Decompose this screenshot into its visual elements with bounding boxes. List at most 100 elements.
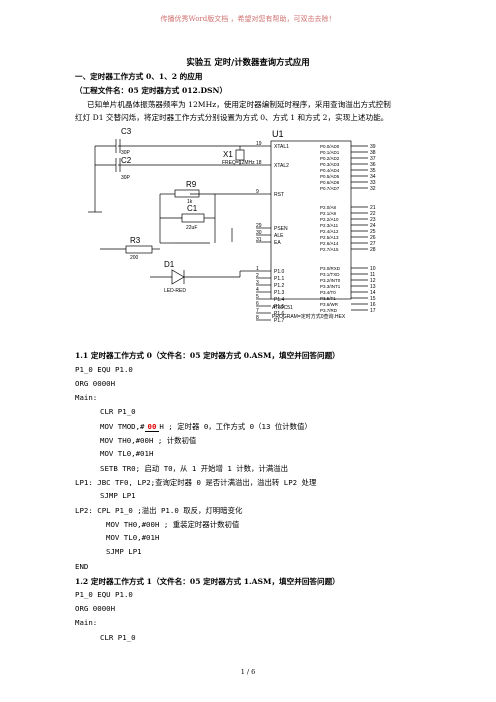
pin-name: P1.5 <box>274 303 285 310</box>
page-number: 1 / 6 <box>240 668 256 676</box>
pin-number: 6 <box>256 300 259 307</box>
subsection-1-heading: 1.1 定时器工作方式 0（文件名：05 定时器方式 0.ASM，填空并回答问题… <box>75 351 340 360</box>
pin-number: 5 <box>256 293 259 300</box>
code-line: END <box>75 562 89 571</box>
c2-value: 30P <box>121 175 130 181</box>
program-label: PROGRAM=定时方式0查询.HEX <box>272 314 346 320</box>
code-line: SJMP LP1 <box>106 547 142 556</box>
pin-name: P1.4 <box>274 296 285 303</box>
code-line: SETB TR0; 启动 T0，从 1 开始增 1 计数，计满溢出 <box>100 464 289 473</box>
r9-value: 1k <box>187 199 193 205</box>
pin-name: P1.2 <box>274 282 285 289</box>
code-text: H ; 定时器 0，工作方式 0（13 位计数值） <box>159 422 312 431</box>
c3-label: C3 <box>121 127 132 136</box>
pin-number: 34 <box>370 173 376 180</box>
pin-number: 27 <box>370 240 376 247</box>
pin-name: P2.2/A10 <box>320 217 339 222</box>
pin-name: P0.6/AD6 <box>320 180 340 185</box>
chip-name: AT89C51 <box>272 305 293 311</box>
pin-number: 7 <box>256 307 259 314</box>
pin-number: 1 <box>256 265 259 272</box>
code-text: MOV TMOD,# <box>100 422 145 431</box>
pin-number: 11 <box>370 271 376 278</box>
section-heading: 一、定时器工作方式 0、1、2 的应用 <box>75 72 203 81</box>
code-line: SJMP LP1 <box>100 491 136 500</box>
code-line: MOV TH0,#00H ; 计数初值 <box>100 436 197 445</box>
pin-name: P3.3/INT1 <box>320 284 341 289</box>
pin-number: 12 <box>370 277 376 284</box>
code-line: P1_0 EQU P1.0 <box>75 365 133 374</box>
answer-blank: 00 <box>144 422 160 432</box>
pin-name: P0.5/AD5 <box>320 174 340 179</box>
pin-name: P3.2/INT0 <box>320 278 341 283</box>
pin-number: 4 <box>256 286 259 293</box>
pin-name: P0.1/AD1 <box>320 150 340 155</box>
pin-number: 3 <box>256 279 259 286</box>
pin-number: 22 <box>370 210 376 217</box>
pin-number: 15 <box>370 295 376 302</box>
pin-name: P3.0/RXD <box>320 266 341 271</box>
pin-name: RST <box>274 191 284 198</box>
pin-name: P3.1/TXD <box>320 272 340 277</box>
d1-value: LED-RED <box>164 288 186 294</box>
pin-number: 30 <box>256 229 262 236</box>
c1-value: 22uF <box>186 225 198 231</box>
pin-number: 39 <box>370 143 376 150</box>
pin-name: P0.2/AD2 <box>320 156 340 161</box>
pin-name: P3.5/T1 <box>320 296 336 301</box>
pin-name: P2.0/A8 <box>320 205 337 210</box>
pin-name: EA <box>274 239 281 246</box>
pin-name: P3.6/WR <box>320 302 339 307</box>
pin-name: P1.0 <box>274 268 285 275</box>
pin-number: 37 <box>370 155 376 162</box>
pin-number: 35 <box>370 167 376 174</box>
pin-name: P0.3/AD3 <box>320 162 340 167</box>
u1-label: U1 <box>272 129 284 139</box>
code-line: Main: <box>75 393 98 402</box>
project-file-label: （工程文件名：05 定时器方式 012.DSN） <box>75 86 228 95</box>
r3-label: R3 <box>130 236 141 245</box>
pin-name: XTAL1 <box>274 143 289 150</box>
pin-name: XTAL2 <box>274 162 289 169</box>
code-line: MOV TL0,#01H <box>106 533 160 542</box>
c2-label: C2 <box>121 156 132 165</box>
pin-name: P2.3/A11 <box>320 223 339 228</box>
r3-value: 200 <box>130 255 139 261</box>
pin-name: P0.4/AD4 <box>320 168 340 173</box>
code-line: ORG 0000H <box>75 379 116 388</box>
pin-number: 14 <box>370 289 376 296</box>
pin-number: 23 <box>370 216 376 223</box>
intro-line-2: 红灯 D1 交替闪烁，将定时器工作方式分别设置为方式 0、方式 1 和方式 2，… <box>75 113 389 122</box>
pin-number: 31 <box>256 236 262 243</box>
code-line: Main: <box>75 618 98 627</box>
pin-name: P2.6/A14 <box>320 241 339 246</box>
pin-name: ALE <box>274 232 284 239</box>
pin-name: P1.1 <box>274 275 285 282</box>
pin-number: 21 <box>370 204 376 211</box>
pin-name: P0.7/AD7 <box>320 186 340 191</box>
code-line: LP2: CPL P1_0 ;溢出 P1.0 取反，灯明暗变化 <box>75 506 243 515</box>
pin-number: 9 <box>256 188 259 195</box>
pin-number: 26 <box>370 234 376 241</box>
pin-name: P0.0/AD0 <box>320 144 340 149</box>
pin-name: P2.5/A13 <box>320 235 339 240</box>
pin-name: P2.7/A15 <box>320 247 339 252</box>
pin-name: PSEN <box>274 225 288 232</box>
document-banner: 传播优秀Word版文档 ，希望对您有帮助，可双击去除！ <box>160 15 336 23</box>
pin-number: 28 <box>370 246 376 253</box>
pin-name: P3.4/T0 <box>320 290 336 295</box>
r9-label: R9 <box>186 180 197 189</box>
pin-number: 32 <box>370 185 376 192</box>
pin-number: 38 <box>370 149 376 156</box>
c1-label: C1 <box>187 204 198 213</box>
pin-number: 17 <box>370 307 376 314</box>
pin-number: 18 <box>256 159 262 166</box>
subsection-2-heading: 1.2 定时器工作方式 1（文件名：05 定时器方式 1.ASM，填空并回答问题… <box>75 577 340 586</box>
pin-number: 19 <box>256 140 262 147</box>
pin-name: P1.3 <box>274 289 285 296</box>
d1-label: D1 <box>164 260 175 269</box>
page-title: 实验五 定时/计数器查询方式应用 <box>186 57 310 67</box>
code-line: ORG 0000H <box>75 604 116 613</box>
pin-number: 33 <box>370 179 376 186</box>
pin-name: P2.1/A9 <box>320 211 337 216</box>
